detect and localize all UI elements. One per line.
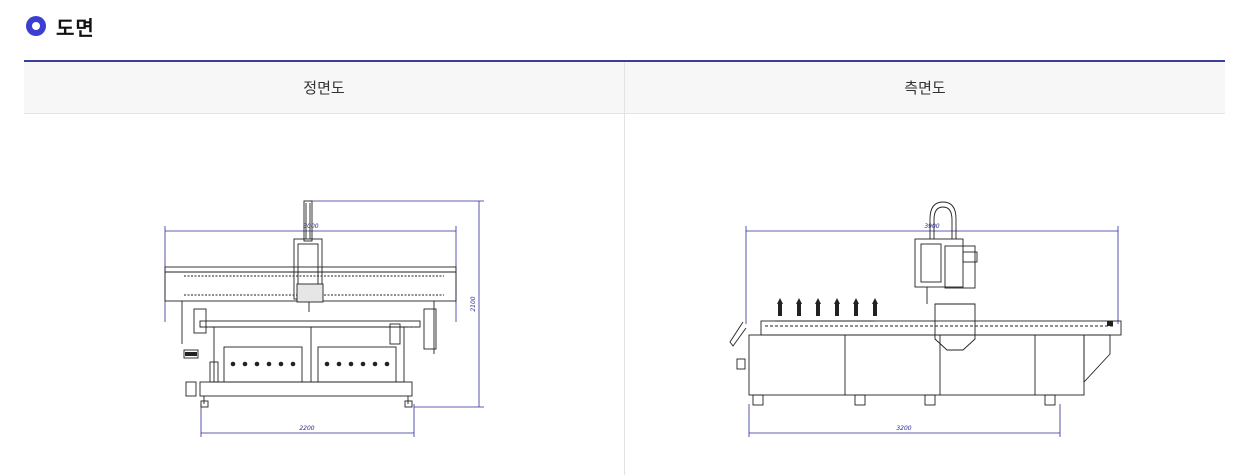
front-view-drawing: 3000 2100 2200 — [164, 200, 484, 437]
section-title: 도면 — [56, 15, 95, 40]
circle-bullet-icon — [26, 16, 46, 36]
column-header-front: 정면도 — [303, 79, 345, 97]
front-height-dimension: 2100 — [470, 296, 477, 311]
section-heading: 도면 — [26, 12, 95, 40]
table-header: 정면도 측면도 — [24, 62, 1225, 114]
column-header-side: 측면도 — [624, 62, 1225, 113]
side-view-drawing: 3900 3200 — [729, 201, 1122, 437]
table-body: 3000 2100 2200 — [24, 114, 1225, 475]
side-base-dimension: 3200 — [896, 425, 911, 432]
front-width-dimension: 3000 — [303, 223, 318, 230]
front-view-cell: 3000 2100 2200 — [24, 114, 624, 475]
front-base-dimension: 2200 — [299, 425, 314, 432]
side-view-cell: 3900 3200 — [624, 114, 1225, 475]
drawing-table: 정면도 측면도 3000 — [24, 60, 1225, 475]
side-width-dimension: 3900 — [924, 223, 939, 230]
